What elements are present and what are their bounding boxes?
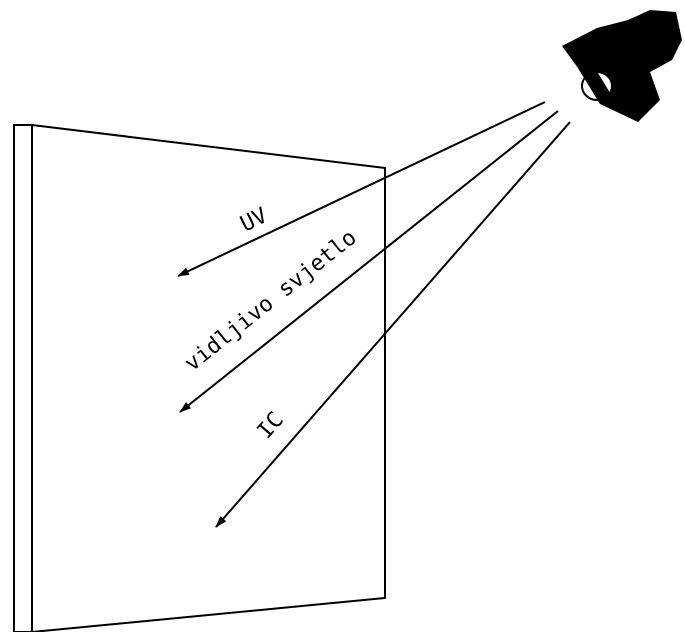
glass-pane-face	[32, 125, 385, 632]
glass-pane-edge	[14, 125, 32, 632]
glass-pane	[14, 125, 385, 632]
lamp-icon	[562, 10, 682, 122]
lamp-shade	[562, 10, 682, 122]
